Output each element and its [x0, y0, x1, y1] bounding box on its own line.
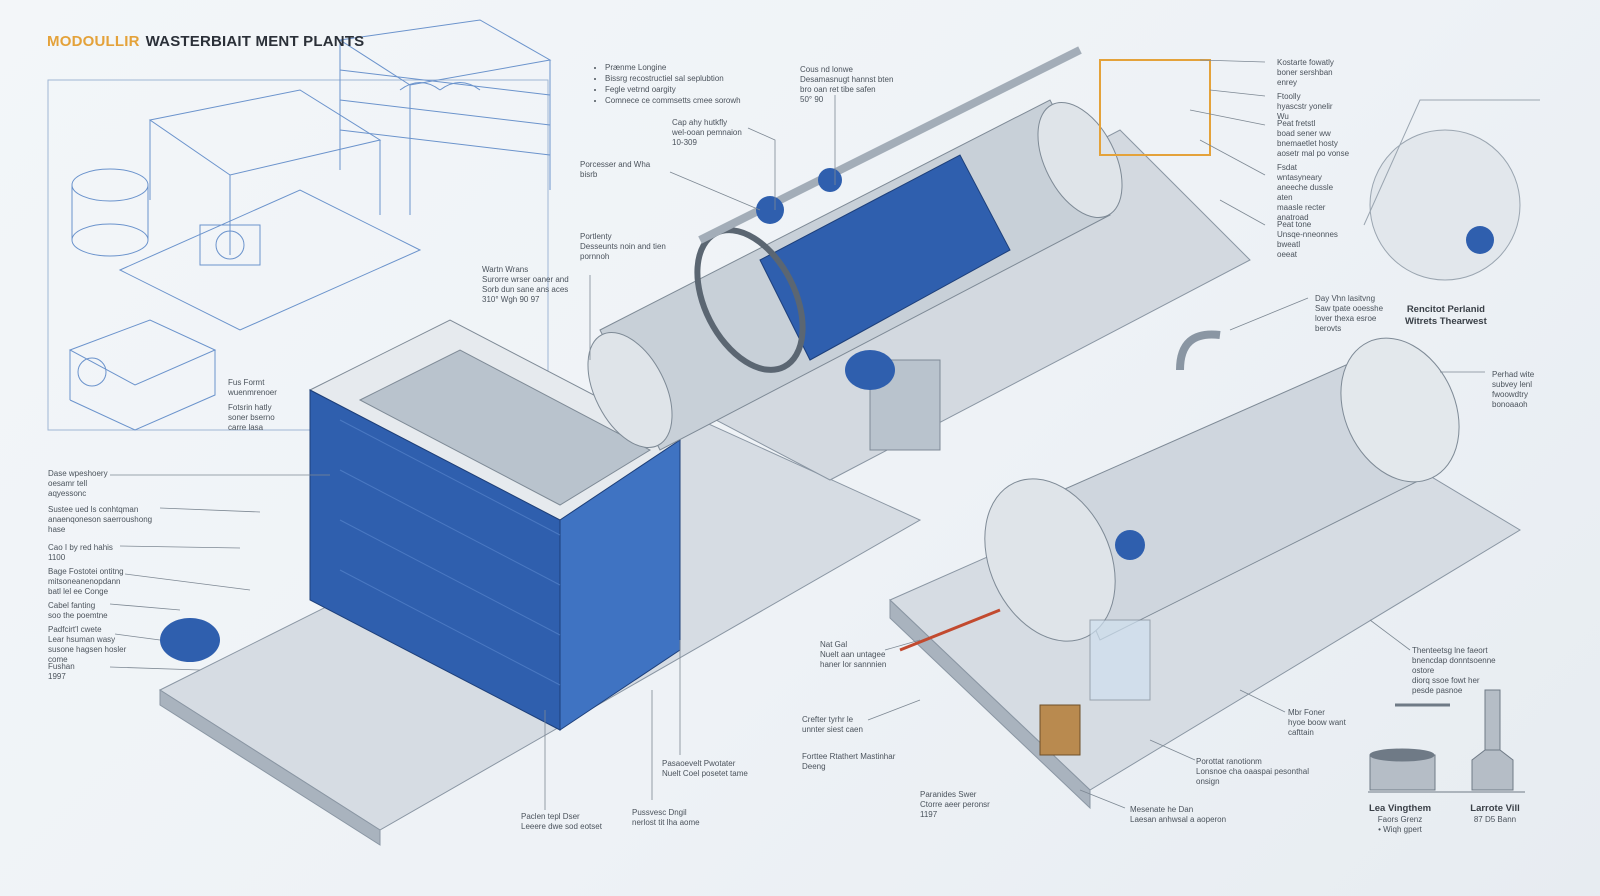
callout: Wartn Wrans Surorre wrser oaner and Sorb…	[482, 265, 569, 304]
component-caption: Larrote Vill 87 D5 Bann	[1455, 803, 1535, 825]
orange-mesh	[1099, 59, 1211, 156]
component-name: Larrote Vill	[1470, 803, 1520, 814]
callout: Cous nd lonwe Desamasnugt hannst bten br…	[800, 65, 894, 104]
feature-bullets: Prænme Longine Bissrg recostructiel sal …	[595, 62, 741, 106]
title-accent: MODOULLIR	[47, 33, 140, 50]
callout: Sustee ued ls conhtqman anaenqoneson sae…	[48, 505, 153, 534]
callout: Kostarte fowatly boner sershban enrey	[1277, 58, 1334, 87]
callout: Cao I by red hahis 1100	[48, 543, 113, 562]
callout: Fus Formt wuenmrenoer	[228, 378, 277, 397]
callout: Fotsrin hatly soner bserno carre lasa	[228, 403, 275, 432]
callout: Cabel fanting soo the poemtne	[48, 601, 108, 620]
component-sub: 87 D5 Bann	[1473, 815, 1517, 824]
callout: Peat tone Unsqe-nneonnes bweatl oeeat	[1277, 220, 1338, 259]
right-tank	[160, 330, 1460, 756]
callout: Dase wpeshoery oesamr tell aqyessonc	[48, 469, 108, 498]
callout: Fsdat wntasyneary aneeche dussle aten ma…	[1277, 163, 1334, 222]
callout: Ftoolly hyascstr yonelir Wu	[1277, 92, 1333, 121]
main-cylinder	[587, 46, 1123, 451]
callout: Pussvesc Dngil nerlost tit lha aome	[632, 808, 700, 827]
callout: Cap ahy hutkfly wel-ooan pemnaion 10-309	[672, 118, 742, 147]
callout: Perhad wite subvey lenl fwoowdtry bonoaa…	[1492, 370, 1535, 409]
callout: Day Vhn lasitvng Saw tpate ooesshe lover…	[1315, 294, 1384, 333]
bullet-item: Comnece ce commsetts cmee sorowh	[605, 95, 741, 106]
callout: Paranides Swer Ctorre aeer peronsr 1197	[920, 790, 990, 819]
blueprint-sketch	[47, 19, 552, 431]
callout: Thenteetsg lne faeort bnencdap donntsoen…	[1412, 646, 1496, 695]
callout: Nat Gal Nuelt aan untagee haner lor sann…	[820, 640, 887, 669]
callout: Paclen tepl Dser Leeere dwe sod eotset	[521, 812, 602, 831]
component-sub: Faors Grenz • Wiqh gpert	[1377, 815, 1423, 834]
callout: Mbr Foner hyoe boow want cafttain	[1288, 708, 1346, 737]
component-name: Lea Vingthem	[1368, 803, 1432, 814]
bullet-item: Prænme Longine	[605, 62, 741, 73]
callout: Peat fretstl boad sener ww bnemaetlet ho…	[1277, 119, 1350, 158]
callout-leaders	[109, 59, 1485, 810]
callout: Bage Fostotei ontitng mitsoneanenopdann …	[48, 567, 124, 596]
callout: Forttee Rtathert Mastinhar Deeng	[802, 752, 896, 771]
callout: Mesenate he Dan Laesan anhwsal a aoperon	[1130, 805, 1227, 824]
component-samples	[1368, 689, 1525, 793]
component-caption: Lea Vingthem Faors Grenz • Wiqh gpert	[1360, 803, 1440, 835]
callout: Portlenty Desseunts noin and tien pornno…	[580, 232, 666, 261]
callout: Padfcirt'l cwete Lear hsuman wasy susone…	[48, 625, 127, 664]
callout: Crefter tyrhr le unnter siest caen	[802, 715, 863, 734]
bullet-item: Fegle vetrnd oargity	[605, 84, 741, 95]
tank-building	[308, 319, 681, 731]
page-title: MODOULLIR WASTERBIAIT MENT PLANTS	[47, 33, 364, 50]
callout: Pasaoevelt Pwotater Nuelt Coel posetet t…	[662, 759, 748, 778]
callout: Fushan 1997	[48, 662, 75, 681]
callout: Porottat ranotionm Lonsnoe cha oaaspai p…	[1196, 757, 1309, 786]
detail-magnifier	[1369, 129, 1521, 281]
bullet-item: Bissrg recostructiel sal seplubtion	[605, 73, 741, 84]
callout: Porcesser and Wha bisrb	[580, 160, 651, 179]
detail-caption: Rencitot Perlanid Witrets Thearwest	[1405, 304, 1487, 327]
title-main: WASTERBIAIT MENT PLANTS	[145, 33, 365, 50]
